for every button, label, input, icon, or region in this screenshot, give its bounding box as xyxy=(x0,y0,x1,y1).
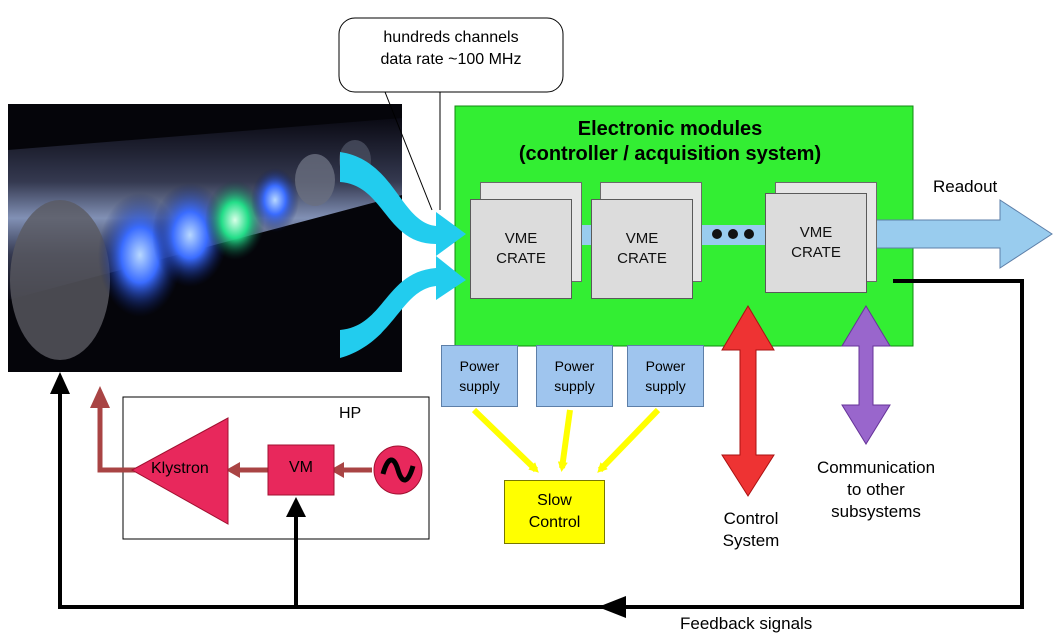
vme-crate-2-line-2: CRATE xyxy=(617,250,667,267)
callout-text: hundreds channels data rate ~100 MHz xyxy=(339,27,563,71)
power-supply-2: Power supply xyxy=(536,345,613,407)
power-supply-1-line-2: supply xyxy=(459,378,500,394)
slow-control-line-2: Control xyxy=(528,514,581,531)
channels-callout xyxy=(338,17,564,211)
channel-input-arrows xyxy=(340,152,466,358)
power-supply-1-line-1: Power xyxy=(459,358,500,374)
power-supply-2-line-1: Power xyxy=(554,358,595,374)
power-supply-3-line-2: supply xyxy=(645,378,686,394)
communication-label: Communication to other subsystems xyxy=(796,457,956,523)
communication-line-3: subsystems xyxy=(831,502,921,521)
vm-box xyxy=(267,444,335,496)
power-to-slow-control-arrows xyxy=(471,407,661,473)
slow-control-line-1: Slow xyxy=(537,492,572,509)
control-system-label: Control System xyxy=(696,508,806,552)
feedback-arrowheads xyxy=(50,372,626,618)
callout-line-2: data rate ~100 MHz xyxy=(380,51,522,68)
slow-control-box: Slow Control xyxy=(504,480,605,544)
control-system-line-2: System xyxy=(722,531,780,550)
modules-title-line-1: Electronic modules xyxy=(577,118,763,140)
vme-crate-2: VME CRATE xyxy=(591,199,693,299)
power-supply-3-line-1: Power xyxy=(645,358,686,374)
rf-drive-arrowheads xyxy=(90,386,344,478)
vme-crate-1-line-1: VME xyxy=(504,230,538,247)
vme-crate-1: VME CRATE xyxy=(470,199,572,299)
vme-crate-2-line-1: VME xyxy=(625,230,659,247)
power-supply-2-line-2: supply xyxy=(554,378,595,394)
control-system-line-1: Control xyxy=(723,509,779,528)
sine-wave-icon xyxy=(373,445,423,495)
power-supply-1: Power supply xyxy=(441,345,518,407)
vm-label: VM xyxy=(289,459,313,476)
accelerator-image xyxy=(8,104,402,372)
control-system-arrow xyxy=(721,305,775,497)
klystron-label: Klystron xyxy=(151,460,209,477)
callout-line-1: hundreds channels xyxy=(383,29,519,46)
klystron-shape xyxy=(130,417,229,525)
hp-label: HP xyxy=(339,405,362,422)
power-supply-3: Power supply xyxy=(627,345,704,407)
communication-line-2: to other xyxy=(847,480,905,499)
ellipsis-dots-icon xyxy=(712,229,754,239)
feedback-loop xyxy=(58,279,1024,609)
modules-title: Electronic modules (controller / acquisi… xyxy=(455,117,885,167)
communication-arrow xyxy=(841,305,891,445)
modules-title-line-2: (controller / acquisition system) xyxy=(518,143,822,165)
vme-crate-3-line-1: VME xyxy=(799,224,833,241)
vme-crate-3: VME CRATE xyxy=(765,193,867,293)
vme-crate-3-line-2: CRATE xyxy=(791,244,841,261)
feedback-label: Feedback signals xyxy=(680,614,813,633)
vme-crate-1-line-2: CRATE xyxy=(496,250,546,267)
communication-line-1: Communication xyxy=(816,458,936,477)
readout-label: Readout xyxy=(933,177,998,196)
